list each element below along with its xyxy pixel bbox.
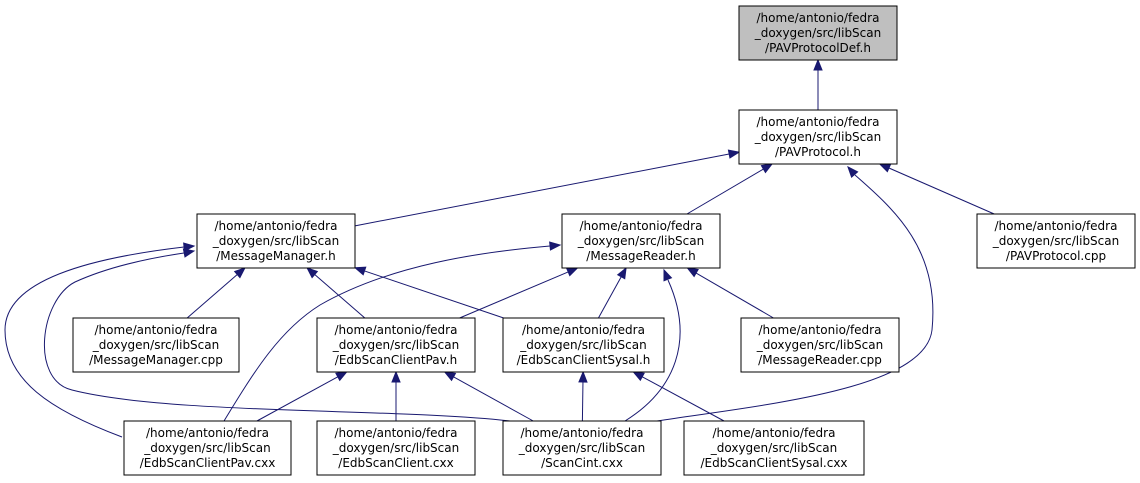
node-label-line: /home/antonio/fedra xyxy=(580,219,703,233)
node-label-line: /EdbScanClientSysal.h xyxy=(517,353,651,367)
edge-edbscanclientsysal-h-to-messagemanager-h xyxy=(353,266,504,319)
node-label-line: _doxygen/src/libScan xyxy=(754,130,881,144)
edge-scancint-cxx-to-pavprotocol-h xyxy=(656,165,934,422)
node-label-line: _doxygen/src/libScan xyxy=(756,338,883,352)
node-label-line: _doxygen/src/libScan xyxy=(992,234,1119,248)
node-pavprotocol-cpp[interactable]: /home/antonio/fedra_doxygen/src/libScan/… xyxy=(976,213,1136,269)
node-box xyxy=(502,317,665,373)
node-label-line: /home/antonio/fedra xyxy=(95,323,218,337)
node-edbscanclient-cxx[interactable]: /home/antonio/fedra_doxygen/src/libScan/… xyxy=(316,420,476,476)
node-box xyxy=(738,109,898,165)
node-label-line: _doxygen/src/libScan xyxy=(519,338,646,352)
node-label-line: /home/antonio/fedra xyxy=(757,11,880,25)
edge-scancint-cxx-to-edbscanclientpav-h xyxy=(443,371,534,422)
node-label-line: /home/antonio/fedra xyxy=(146,426,269,440)
node-pavprotocoldef-h: /home/antonio/fedra_doxygen/src/libScan/… xyxy=(738,5,898,61)
node-label-line: /MessageReader.h xyxy=(586,249,695,263)
edge-edbscanclientpav-cxx-to-edbscanclientpav-h xyxy=(256,371,348,422)
node-label-line: /home/antonio/fedra xyxy=(759,323,882,337)
node-scancint-cxx[interactable]: /home/antonio/fedra_doxygen/src/libScan/… xyxy=(502,420,662,476)
node-edbscanclientpav-h[interactable]: /home/antonio/fedra_doxygen/src/libScan/… xyxy=(316,317,476,373)
node-label-line: /home/antonio/fedra xyxy=(521,426,644,440)
node-label-line: /PAVProtocolDef.h xyxy=(765,41,871,55)
node-label-line: /EdbScanClientPav.cxx xyxy=(140,456,276,470)
edge-scancint-cxx-to-messagemanager-h xyxy=(43,248,511,422)
node-label-line: /home/antonio/fedra xyxy=(995,219,1118,233)
node-box xyxy=(683,420,865,476)
edge-messagereader-cpp-to-messagereader-h xyxy=(686,267,774,319)
node-label-line: /home/antonio/fedra xyxy=(215,219,338,233)
node-box xyxy=(561,213,721,269)
node-label-line: /MessageManager.cpp xyxy=(89,353,223,367)
node-label-line: /MessageManager.h xyxy=(216,249,336,263)
edge-scancint-cxx-to-edbscanclientsysal-h xyxy=(578,370,588,422)
node-edbscanclientpav-cxx[interactable]: /home/antonio/fedra_doxygen/src/libScan/… xyxy=(123,420,292,476)
node-label-line: /EdbScanClient.cxx xyxy=(338,456,453,470)
node-messagereader-h[interactable]: /home/antonio/fedra_doxygen/src/libScan/… xyxy=(561,213,721,269)
node-edbscanclientsysal-cxx[interactable]: /home/antonio/fedra_doxygen/src/libScan/… xyxy=(683,420,865,476)
edge-edbscanclientpav-cxx-to-messagereader-h xyxy=(223,241,562,422)
node-label-line: /home/antonio/fedra xyxy=(522,323,645,337)
node-box xyxy=(72,317,240,373)
node-label-line: _doxygen/src/libScan xyxy=(577,234,704,248)
node-label-line: /ScanCint.cxx xyxy=(541,456,623,470)
node-box xyxy=(123,420,292,476)
node-pavprotocol-h[interactable]: /home/antonio/fedra_doxygen/src/libScan/… xyxy=(738,109,898,165)
node-label-line: /MessageReader.cpp xyxy=(758,353,882,367)
node-box xyxy=(738,5,898,61)
node-messagereader-cpp[interactable]: /home/antonio/fedra_doxygen/src/libScan/… xyxy=(740,317,900,373)
edge-messagemanager-h-to-pavprotocol-h xyxy=(354,149,741,227)
node-label-line: /EdbScanClientPav.h xyxy=(335,353,457,367)
node-label-line: _doxygen/src/libScan xyxy=(332,338,459,352)
node-label-line: /home/antonio/fedra xyxy=(757,115,880,129)
edge-edbscanclientsysal-h-to-messagereader-h xyxy=(597,266,627,319)
nodes-layer: /home/antonio/fedra_doxygen/src/libScan/… xyxy=(72,5,1136,476)
edge-edbscanclientpav-h-to-messagemanager-h xyxy=(306,267,366,319)
node-messagemanager-cpp[interactable]: /home/antonio/fedra_doxygen/src/libScan/… xyxy=(72,317,240,373)
node-label-line: _doxygen/src/libScan xyxy=(92,338,219,352)
edges-layer xyxy=(4,58,995,438)
edge-edbscanclientpav-cxx-to-messagemanager-h xyxy=(4,242,196,438)
node-box xyxy=(196,213,356,269)
node-edbscanclientsysal-h[interactable]: /home/antonio/fedra_doxygen/src/libScan/… xyxy=(502,317,665,373)
node-label-line: /home/antonio/fedra xyxy=(335,323,458,337)
edge-messagereader-h-to-pavprotocol-h xyxy=(686,163,774,215)
node-label-line: /PAVProtocol.cpp xyxy=(1006,249,1106,263)
edge-edbscanclientsysal-cxx-to-edbscanclientsysal-h xyxy=(632,371,725,422)
node-box xyxy=(976,213,1136,269)
node-label-line: /home/antonio/fedra xyxy=(335,426,458,440)
edge-pavprotocol-cpp-to-pavprotocol-h xyxy=(878,163,995,215)
node-label-line: _doxygen/src/libScan xyxy=(212,234,339,248)
edge-messagemanager-cpp-to-messagemanager-h xyxy=(186,267,246,319)
node-box xyxy=(316,317,476,373)
node-label-line: /PAVProtocol.h xyxy=(775,145,861,159)
node-box xyxy=(740,317,900,373)
edge-edbscanclient-cxx-to-edbscanclientpav-h xyxy=(391,370,401,421)
node-messagemanager-h[interactable]: /home/antonio/fedra_doxygen/src/libScan/… xyxy=(196,213,356,269)
node-label-line: /EdbScanClientSysal.cxx xyxy=(700,456,847,470)
edge-scancint-cxx-to-messagereader-h xyxy=(624,268,681,422)
edge-pavprotocol-h-to-pavprotocoldef-h xyxy=(813,58,823,110)
node-box xyxy=(316,420,476,476)
node-label-line: _doxygen/src/libScan xyxy=(710,441,837,455)
node-label-line: _doxygen/src/libScan xyxy=(143,441,270,455)
node-label-line: _doxygen/src/libScan xyxy=(754,26,881,40)
edge-edbscanclientpav-h-to-messagereader-h xyxy=(459,267,579,319)
node-label-line: _doxygen/src/libScan xyxy=(332,441,459,455)
node-label-line: /home/antonio/fedra xyxy=(713,426,836,440)
node-label-line: _doxygen/src/libScan xyxy=(518,441,645,455)
node-box xyxy=(502,420,662,476)
